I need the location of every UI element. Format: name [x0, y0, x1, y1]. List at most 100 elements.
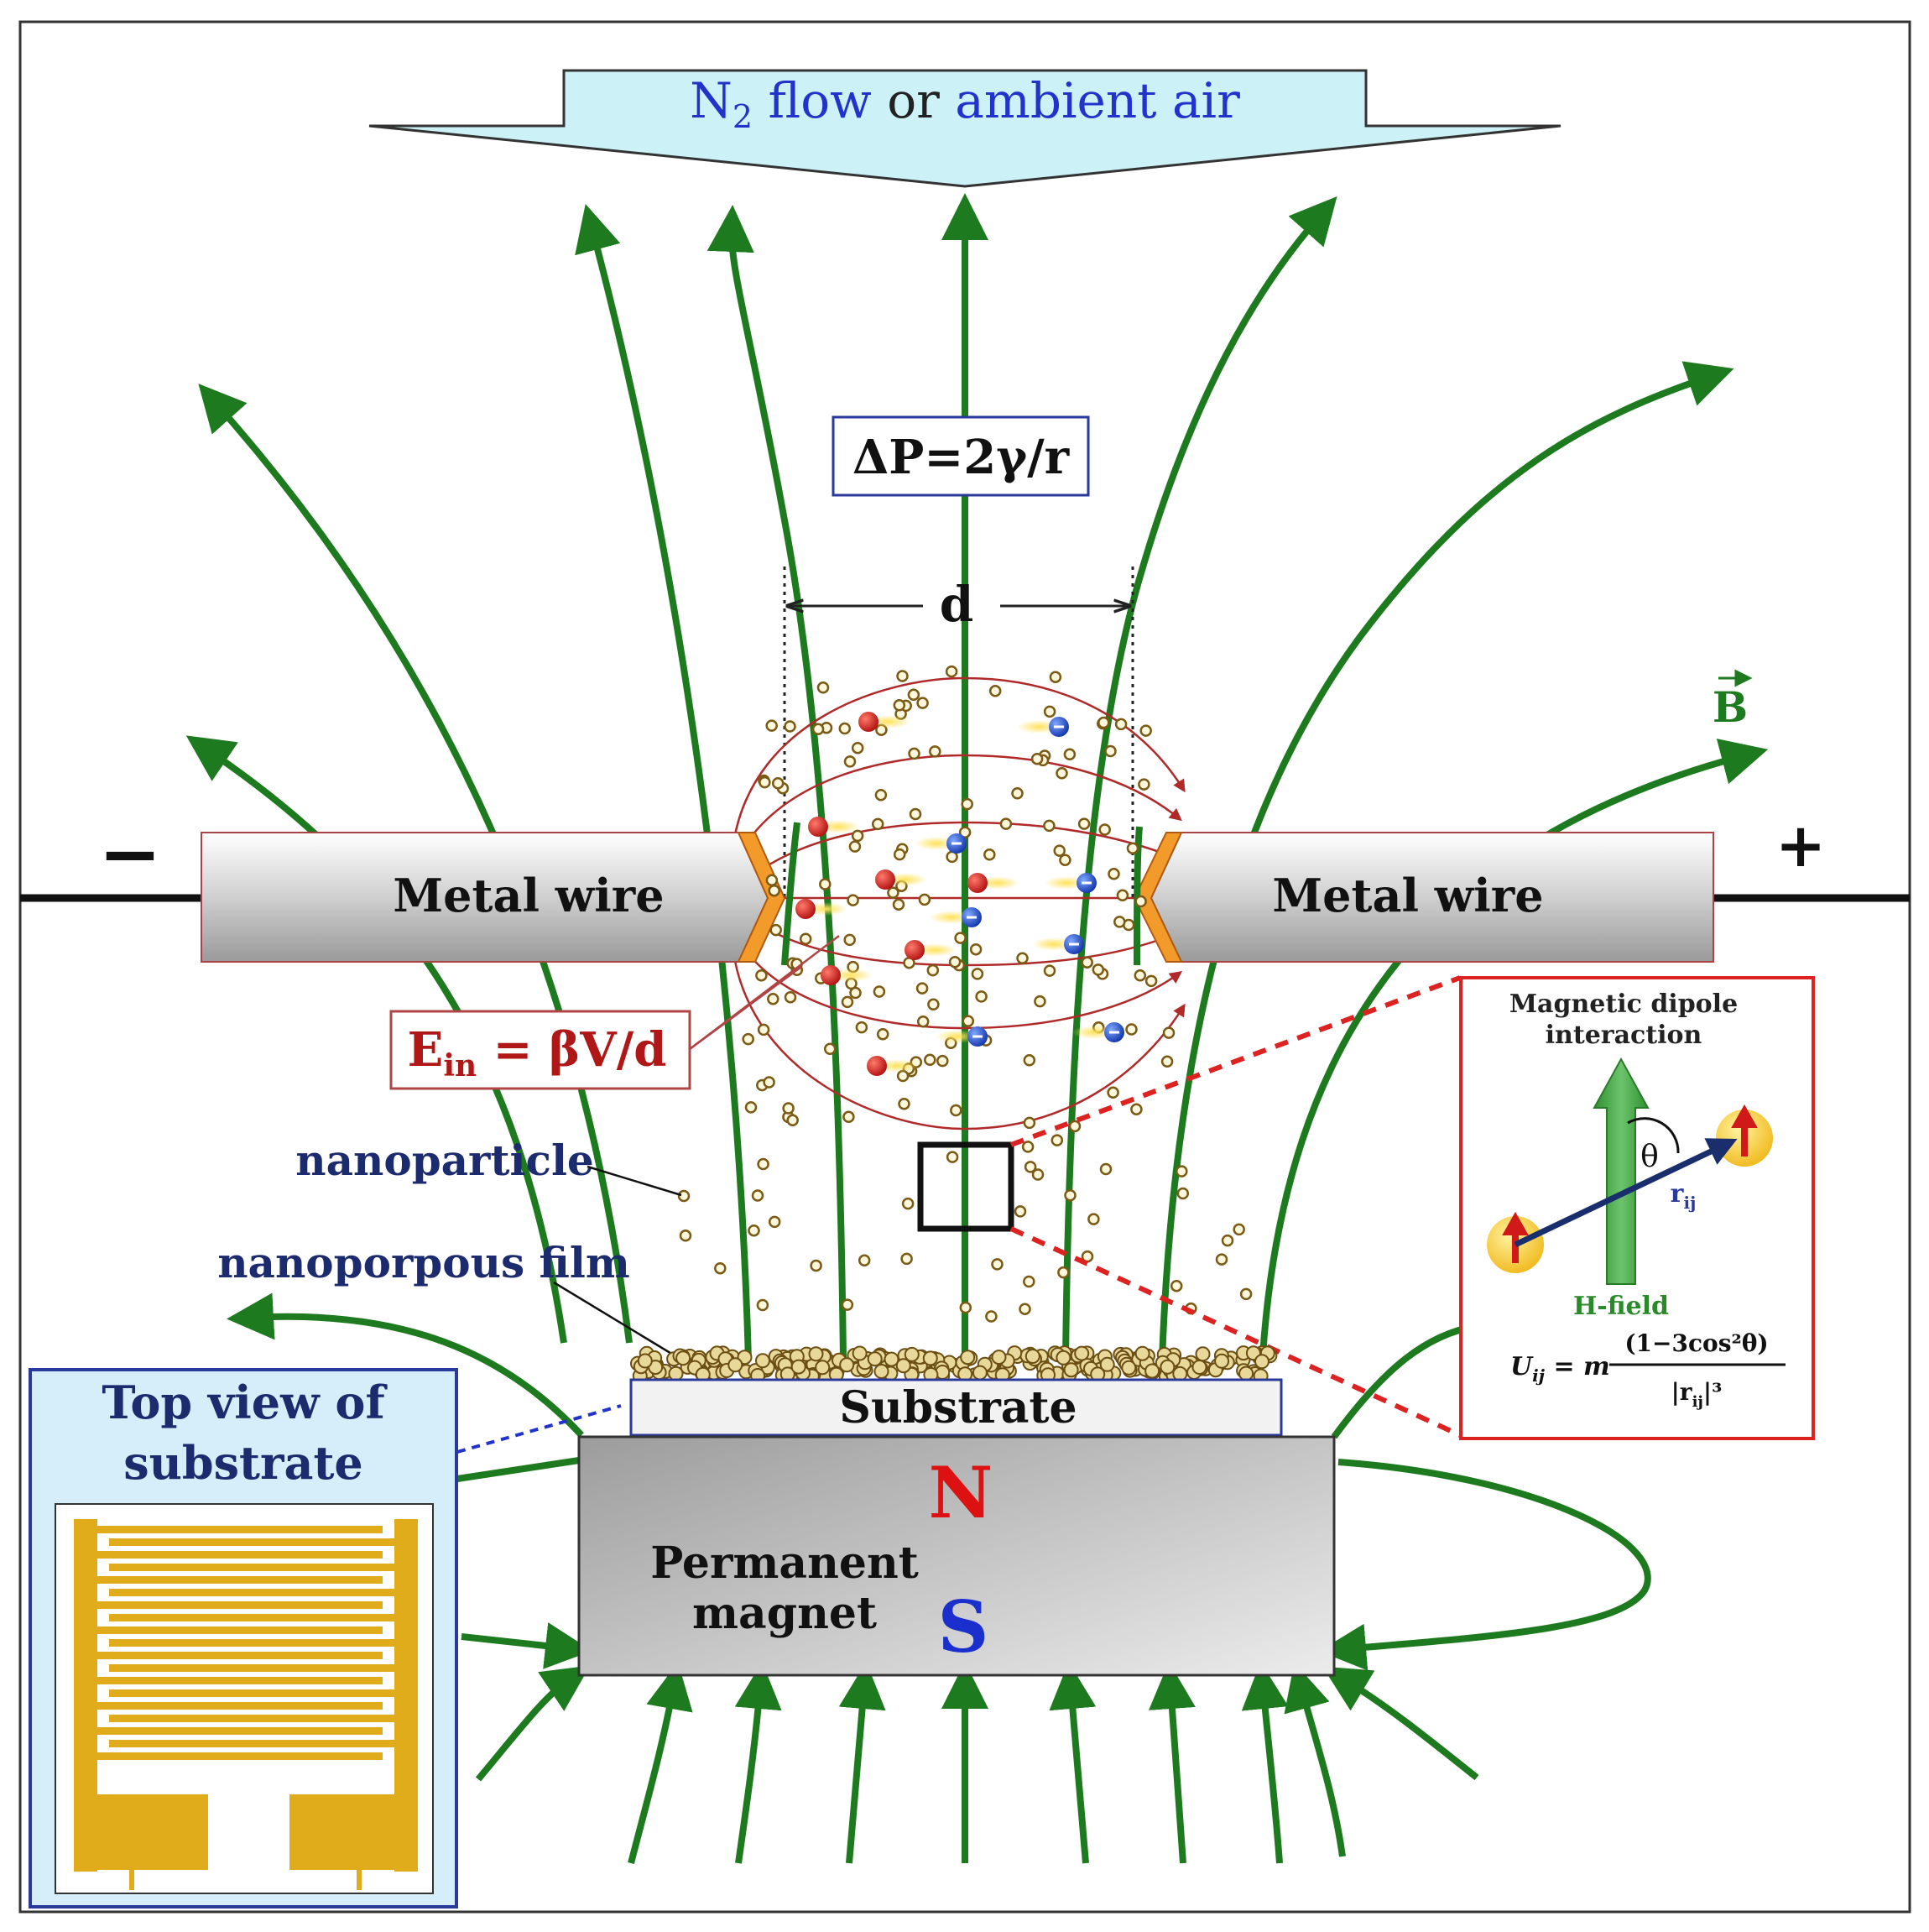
nanoparticle: [1138, 778, 1150, 791]
nanoparticle: [768, 884, 780, 897]
nanoparticle: [876, 1027, 889, 1041]
dipole-energy-denominator: |rij|³: [1671, 1378, 1723, 1411]
permanent-magnet: Permanent magnet N S: [577, 1435, 1336, 1677]
nanoparticle: [873, 985, 886, 998]
nanoparticle: [1043, 705, 1056, 718]
film-grain: [991, 1350, 1007, 1365]
nanoparticle: [892, 898, 905, 911]
nanoparticle: [1176, 1187, 1190, 1200]
field-line-right-loop: [1319, 1459, 1651, 1671]
nanoparticle: [1053, 844, 1066, 857]
nanoparticle: [871, 817, 884, 831]
nanoparticle: [851, 741, 864, 755]
nanoparticle: [1144, 974, 1158, 988]
nanoparticle: [848, 840, 862, 853]
nanoparticle: [961, 797, 973, 811]
field-line-right-2: [1159, 361, 1734, 1360]
nanoparticle: [1043, 964, 1056, 977]
nanoparticle: [769, 923, 782, 937]
field-line-left-6: [456, 1457, 580, 1482]
nanoparticle: [1130, 1103, 1143, 1115]
nanoparticle: [1087, 1213, 1100, 1225]
film-grain: [668, 1365, 684, 1381]
cation: [821, 965, 841, 985]
nanoparticle: [757, 1157, 769, 1171]
nanoparticle: [1021, 1141, 1035, 1153]
film-grain: [755, 1353, 770, 1369]
theta-label: θ: [1640, 1140, 1659, 1174]
field-lines-front: [781, 822, 1143, 966]
nanoparticle: [763, 1076, 775, 1089]
pressure-equation-box: ΔP=2γ/r: [832, 415, 1090, 497]
gap-label: d: [940, 576, 974, 633]
field-equation-box: Ein = βV/d: [389, 935, 840, 1090]
nanoparticle: [1077, 817, 1091, 830]
nanoparticle: [765, 719, 778, 732]
nanoparticle: [841, 995, 854, 1009]
nanoparticle: [1014, 1205, 1027, 1218]
nanoparticle: [847, 894, 859, 906]
nanoparticle: [1160, 1055, 1174, 1068]
field-line-right-4: [1331, 1323, 1478, 1439]
nanoparticle: [950, 1104, 962, 1117]
nanoparticle: [1098, 823, 1111, 836]
film-grain: [1121, 1360, 1137, 1376]
film-grain: [884, 1351, 899, 1367]
field-line-in-4: [838, 1662, 886, 1864]
nanoparticle: [742, 1032, 754, 1046]
nanoparticle: [988, 685, 1002, 697]
nanoparticle: [799, 932, 812, 945]
cation: [967, 873, 988, 893]
dipole-moment-2: [1731, 1104, 1758, 1157]
film-grain: [922, 1350, 938, 1366]
cation: [808, 817, 828, 837]
south-pole-label: S: [938, 1585, 989, 1668]
b-field-label: B: [1713, 669, 1753, 732]
nanoparticle: [1176, 1165, 1188, 1177]
film-grain: [972, 1365, 988, 1381]
nanoparticle: [782, 1102, 795, 1115]
film-grain: [867, 1351, 883, 1367]
cation: [858, 712, 878, 732]
nanoparticle: [924, 1053, 936, 1067]
substrate-label: Substrate: [839, 1382, 1077, 1433]
nanoparticle: [971, 968, 984, 980]
nanoparticle: [1016, 952, 1029, 964]
nanoparticle: [838, 722, 852, 735]
nanoparticle: [1116, 889, 1129, 902]
nanoparticle: [1113, 916, 1126, 928]
field-line-in-8: [1241, 1662, 1289, 1864]
north-pole-label: N: [929, 1451, 993, 1534]
idt-finger-right: [109, 1589, 394, 1596]
idt-finger-left: [97, 1727, 383, 1735]
nanoparticle: [784, 990, 797, 1004]
film-grain: [1195, 1346, 1211, 1362]
idt-finger-right: [109, 1689, 394, 1697]
top-view-panel: Top view of substrate: [29, 1368, 622, 1909]
nanoparticle: [819, 878, 832, 890]
nanoparticle: [855, 1021, 868, 1034]
pressure-equation: ΔP=2γ/r: [852, 430, 1071, 485]
nanoparticle: [909, 807, 922, 821]
nanoparticle: [1104, 744, 1117, 758]
zoom-box: [917, 975, 1462, 1438]
idt-finger-right: [109, 1564, 394, 1571]
nanoparticle: [896, 670, 909, 682]
film-grain: [1063, 1362, 1079, 1378]
interdigitated-electrode: [74, 1519, 418, 1890]
nanoparticle: [893, 699, 906, 712]
nanoparticle: [786, 1114, 799, 1127]
nanoparticle: [874, 788, 888, 802]
film-grain: [895, 1358, 911, 1374]
nanoparticle: [948, 955, 962, 969]
nanoparticle: [1064, 1188, 1077, 1202]
nanoparticle: [918, 893, 931, 906]
field-line-in-6: [1049, 1662, 1097, 1864]
nanoparticle: [843, 933, 856, 947]
nanoparticle: [936, 1054, 949, 1068]
field-line-right-1: [1062, 196, 1337, 1360]
nanoparticle: [1043, 819, 1056, 833]
nanoparticle: [1125, 1023, 1138, 1036]
substrate: Substrate: [629, 1378, 1283, 1437]
field-line-in-10: [1322, 1666, 1479, 1781]
